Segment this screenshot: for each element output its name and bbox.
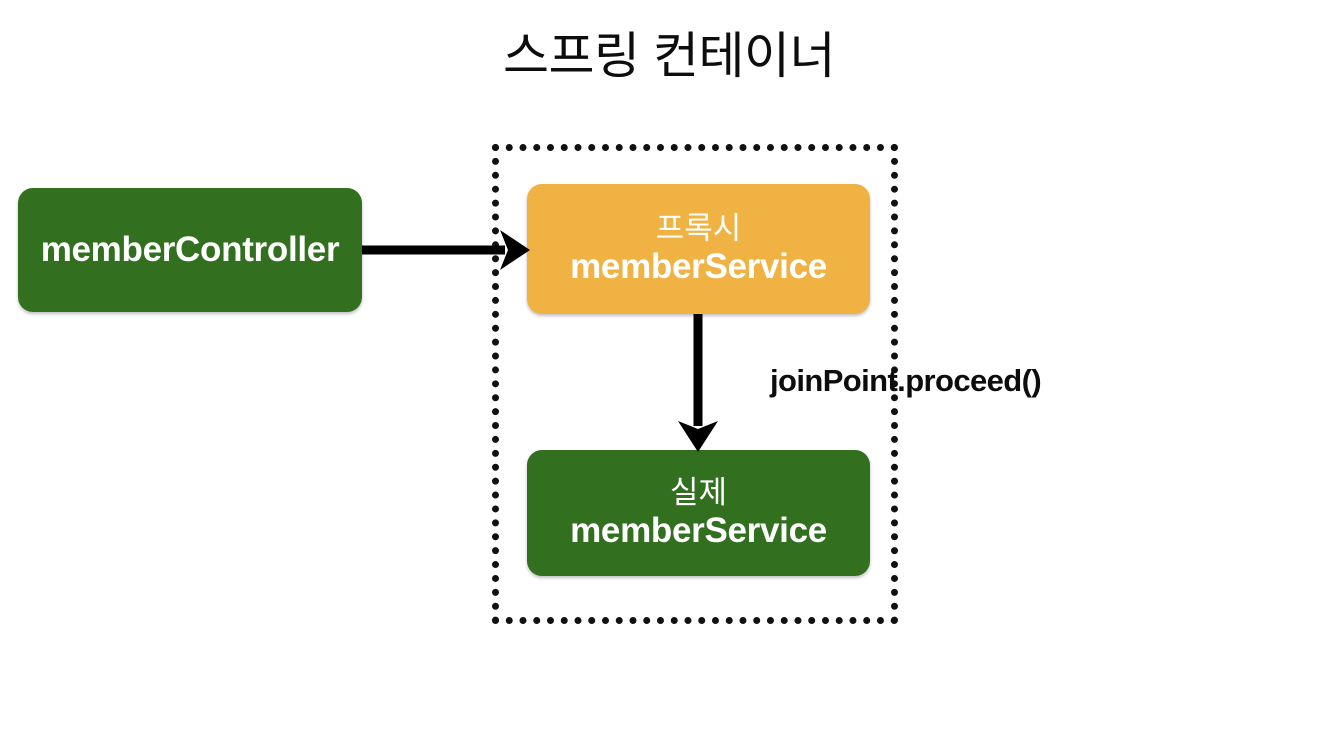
node-real-member-service[interactable]: 실제 memberService	[527, 450, 870, 576]
node-proxy-member-service-sublabel: 프록시	[655, 211, 742, 247]
spring-container-boundary	[492, 144, 898, 624]
node-proxy-member-service-label: memberService	[570, 246, 827, 286]
diagram-title: 스프링 컨테이너	[503, 28, 835, 84]
node-member-controller-label: memberController	[40, 230, 340, 270]
node-real-member-service-label: memberService	[570, 510, 827, 550]
node-proxy-member-service[interactable]: 프록시 memberService	[527, 184, 870, 314]
annotation-joinpoint-proceed: joinPoint.proceed()	[770, 363, 1042, 398]
node-real-member-service-sublabel: 실제	[669, 475, 728, 511]
node-member-controller[interactable]: memberController	[18, 188, 362, 312]
